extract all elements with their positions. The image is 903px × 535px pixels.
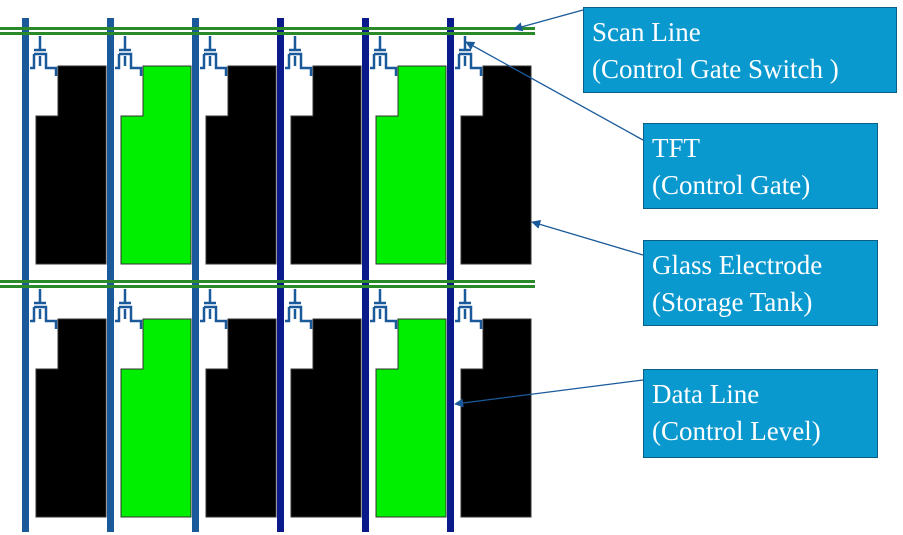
data-line-callout-title: Data Line [652,379,760,409]
tft-switch-r2-c2 [115,289,143,329]
data-line-2 [107,18,114,532]
data-line-5 [362,18,369,532]
tft-switch-r1-c5 [370,36,398,76]
scan-line-2-upper [0,280,535,283]
tft-callout-title: TFT [652,133,701,163]
tft-switch-r1-c4 [285,36,313,76]
scan-line-callout-subtitle: (Control Gate Switch ) [592,54,839,84]
data-line-pointer-arrow [454,379,644,408]
data-line-1 [22,18,29,532]
pixel-electrode-r1-c5 [375,65,447,265]
tft-switch-r2-c1 [30,289,58,329]
scan-line-1-lower [0,32,535,35]
pixel-electrode-r2-c4 [290,318,362,518]
tft-switch-r2-c6 [455,289,483,329]
pixel-electrode-r1-c6 [460,65,532,265]
tft-callout-subtitle: (Control Gate) [652,170,811,200]
scan-line-2-lower [0,285,535,288]
data-line-3 [192,18,199,532]
data-line-4 [277,18,284,532]
data-line-6 [447,18,454,532]
pixel-electrode-r2-c3 [205,318,277,518]
glass-electrode-callout-title: Glass Electrode [652,250,823,280]
scan-line-1-upper [0,27,535,30]
scan-line-pointer-arrow [513,9,584,32]
tft-switch-r2-c3 [200,289,228,329]
pixel-electrode-r2-c5 [375,318,447,518]
tft-pointer-arrow [465,41,644,141]
glass-electrode-callout: Glass Electrode (Storage Tank) [643,240,878,326]
pixel-electrode-r1-c2 [120,65,192,265]
pixel-electrode-r2-c2 [120,318,192,518]
glass-electrode-callout-subtitle: (Storage Tank) [652,287,813,317]
pixel-electrode-r2-c6 [460,318,532,518]
pixel-electrode-r1-c4 [290,65,362,265]
pixel-electrode-r1-c3 [205,65,277,265]
scan-line-callout: Scan Line (Control Gate Switch ) [583,7,897,93]
pixel-electrode-r2-c1 [35,318,107,518]
scan-line-callout-title: Scan Line [592,17,701,47]
tft-switch-r1-c1 [30,36,58,76]
tft-switch-r1-c6 [455,36,483,76]
tft-switch-r1-c2 [115,36,143,76]
tft-callout: TFT (Control Gate) [643,123,878,209]
data-line-callout-subtitle: (Control Level) [652,416,821,446]
glass-electrode-pointer-arrow [531,219,644,256]
pixel-electrode-r1-c1 [35,65,107,265]
data-line-callout: Data Line (Control Level) [643,369,878,458]
tft-switch-r1-c3 [200,36,228,76]
tft-switch-r2-c4 [285,289,313,329]
tft-switch-r2-c5 [370,289,398,329]
